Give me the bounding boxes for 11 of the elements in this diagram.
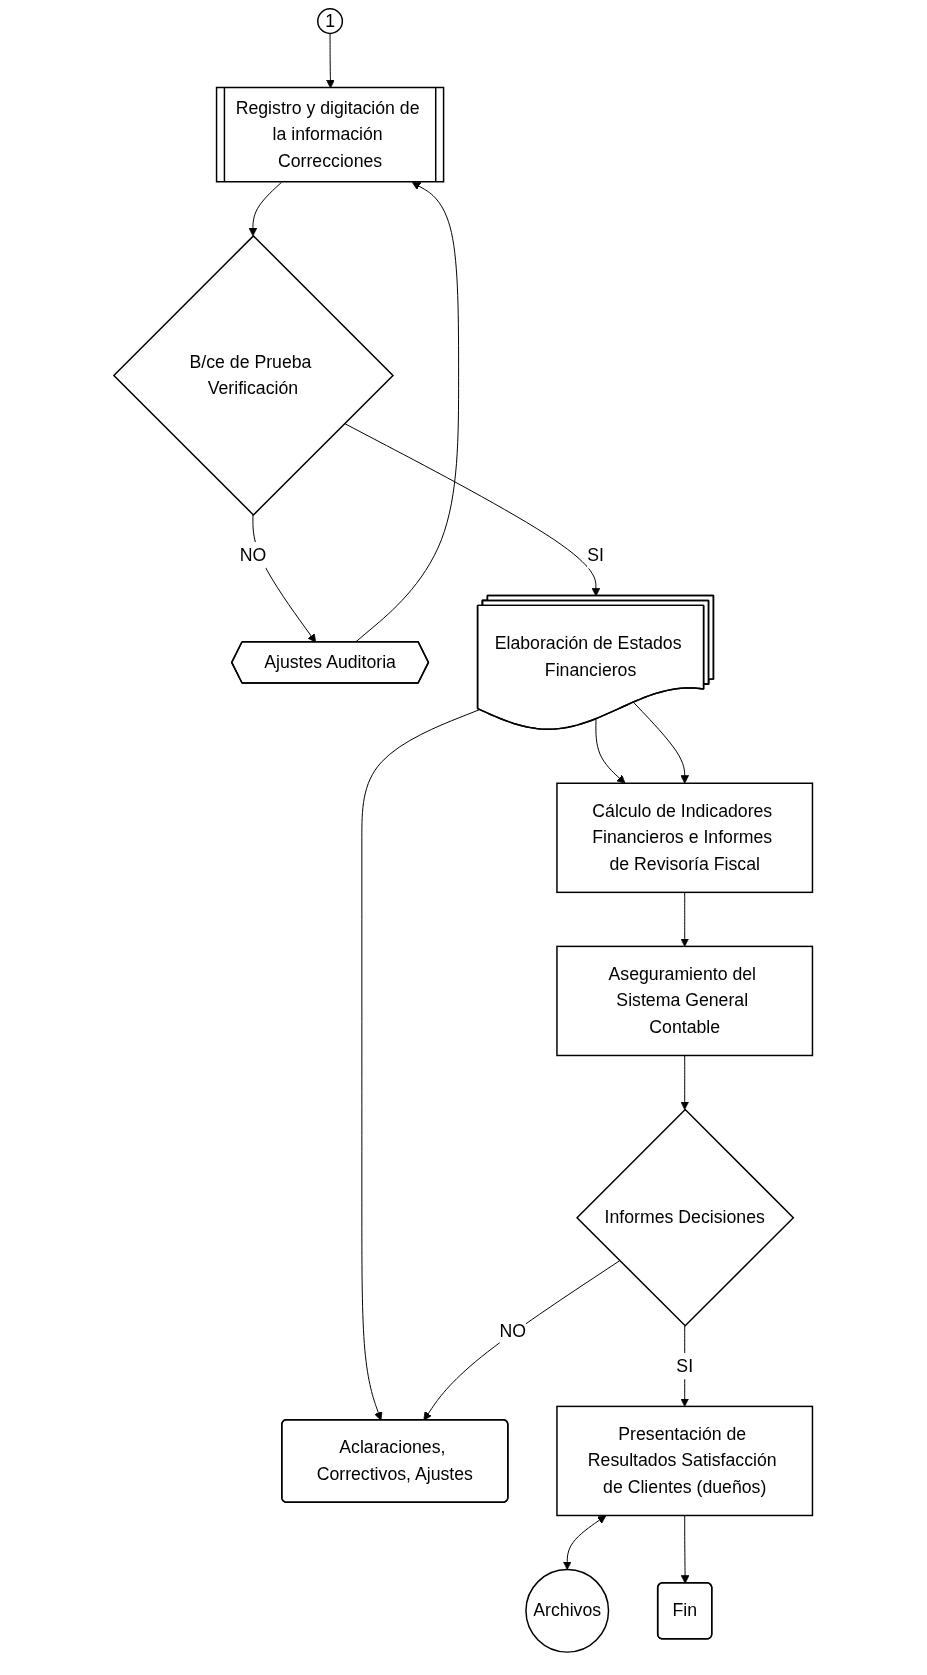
edge-label: NO bbox=[239, 544, 267, 565]
node-box: Cálculo de Indicadores Financieros e Informes de Revisoría Fiscal bbox=[556, 782, 814, 894]
edge-label: NO bbox=[499, 1321, 527, 1341]
node-circle: 1 bbox=[317, 8, 344, 35]
edge-label: SI bbox=[587, 544, 605, 565]
node-circle: Archivos bbox=[525, 1568, 610, 1653]
node-diamond: Informes Decisiones bbox=[576, 1108, 795, 1327]
edge-label: SI bbox=[676, 1355, 694, 1376]
node-box: Presentación de Resultados Satisfacción de Clientes (dueños) bbox=[556, 1405, 814, 1517]
node-box: Aseguramiento del Sistema General Contable bbox=[556, 945, 814, 1057]
node-diamond: B/ce de Prueba Verificación bbox=[113, 234, 395, 516]
